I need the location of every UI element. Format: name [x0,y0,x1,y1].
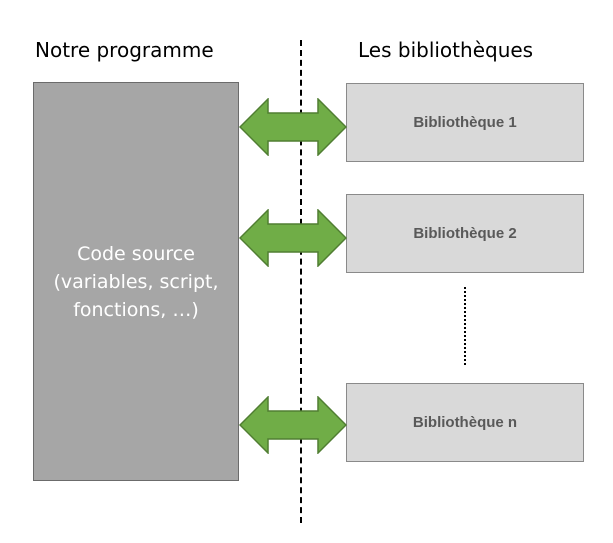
libraries-heading: Les bibliothèques [358,38,534,62]
ellipsis-dots [464,287,466,365]
double-arrow-icon-2 [239,209,347,267]
source-code-label: Code source (variables, script, fonction… [53,242,219,321]
source-code-box: Code source (variables, script, fonction… [33,82,239,481]
double-arrow-icon-n [239,396,347,454]
library-label-n: Bibliothèque n [412,414,518,431]
program-heading: Notre programme [35,38,214,62]
library-label-1: Bibliothèque 1 [413,114,517,131]
dashed-divider [300,40,302,523]
library-box-2: Bibliothèque 2 [346,194,584,273]
library-label-2: Bibliothèque 2 [413,225,517,242]
library-box-n: Bibliothèque n [346,383,584,462]
double-arrow-icon-1 [239,98,347,156]
library-box-1: Bibliothèque 1 [346,83,584,162]
